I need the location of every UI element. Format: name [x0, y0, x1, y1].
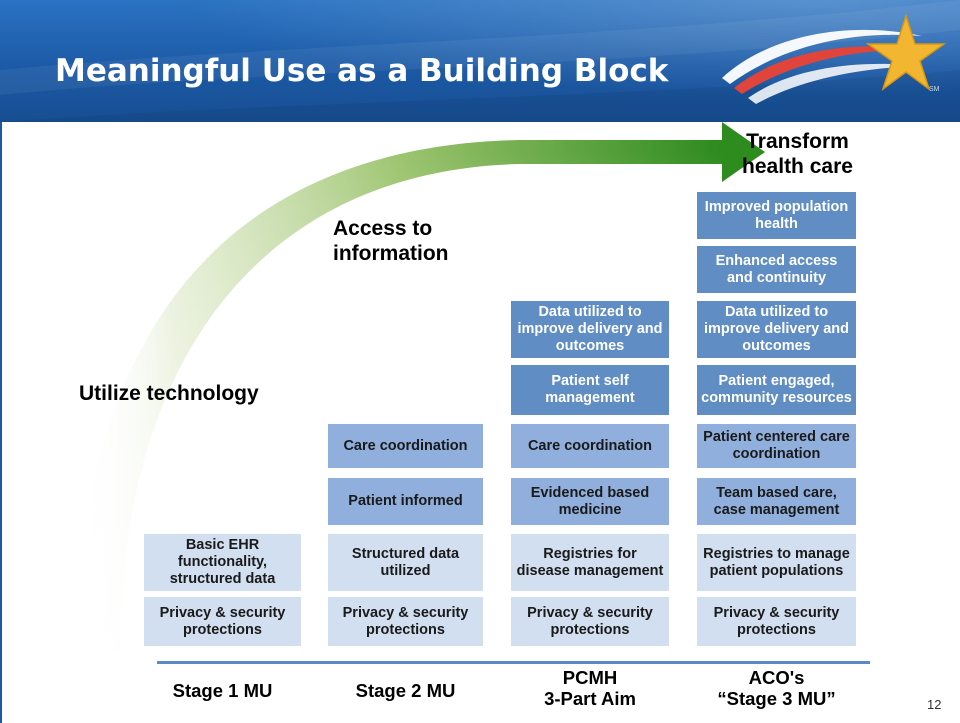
box-aco-privacy: Privacy & security protections [697, 597, 856, 646]
box-aco-registries: Registries to manage patient populations [697, 534, 856, 591]
service-mark: SM [929, 86, 940, 93]
label-transform-health-care: Transform health care [742, 130, 853, 178]
box-pcmh-data-utilized: Data utilized to improve delivery and ou… [511, 301, 669, 358]
stage-baseline [157, 661, 870, 664]
box-stage2-privacy: Privacy & security protections [328, 597, 483, 646]
box-aco-patient-centered: Patient centered care coordination [697, 424, 856, 468]
page-number: 12 [927, 697, 942, 712]
box-stage2-structured-data: Structured data utilized [328, 534, 483, 591]
box-stage2-care-coordination: Care coordination [328, 424, 483, 468]
box-stage1-privacy: Privacy & security protections [144, 597, 301, 646]
box-pcmh-self-management: Patient self management [511, 365, 669, 415]
stage-label-stage2: Stage 2 MU [355, 680, 456, 701]
box-pcmh-evidence-based: Evidenced based medicine [511, 478, 669, 525]
stage-label-pcmh: PCMH 3-Part Aim [544, 667, 636, 709]
label-access-to-information: Access to information [333, 217, 449, 265]
page-title: Meaningful Use as a Building Block [55, 53, 669, 89]
box-aco-enhanced-access: Enhanced access and continuity [697, 246, 856, 293]
stage-label-stage1: Stage 1 MU [172, 680, 273, 701]
star-swoosh-logo-icon [722, 13, 947, 104]
box-aco-team-based: Team based care, case management [697, 478, 856, 525]
box-pcmh-care-coordination: Care coordination [511, 424, 669, 468]
stage-label-aco: ACO's “Stage 3 MU” [717, 667, 836, 709]
banner-swoosh [0, 0, 960, 122]
slide-left-border [0, 122, 2, 723]
box-aco-data-utilized: Data utilized to improve delivery and ou… [697, 301, 856, 358]
box-stage1-basic-ehr: Basic EHR functionality, structured data [144, 534, 301, 591]
box-aco-population-health: Improved population health [697, 192, 856, 239]
box-stage2-patient-informed: Patient informed [328, 478, 483, 525]
box-aco-patient-engaged: Patient engaged, community resources [697, 365, 856, 415]
box-pcmh-privacy: Privacy & security protections [511, 597, 669, 646]
label-utilize-technology: Utilize technology [79, 382, 259, 405]
box-pcmh-registries: Registries for disease management [511, 534, 669, 591]
